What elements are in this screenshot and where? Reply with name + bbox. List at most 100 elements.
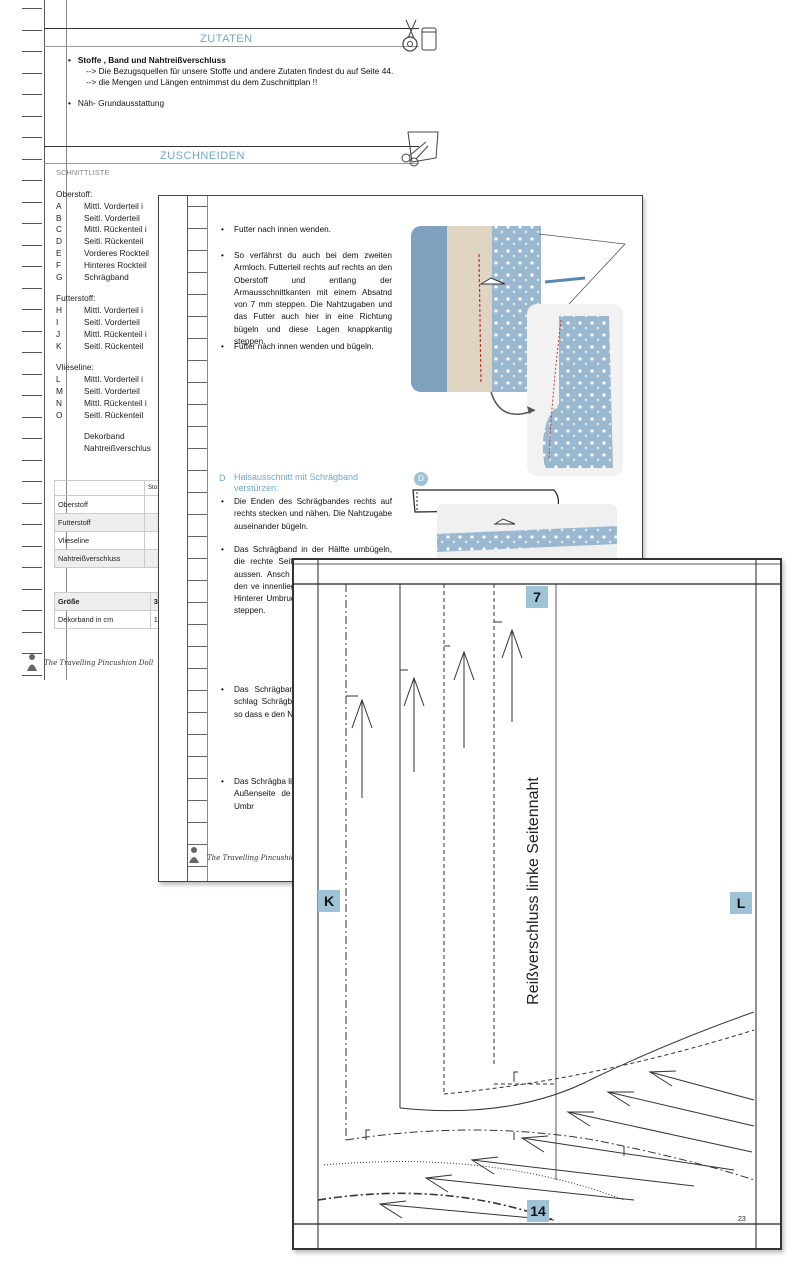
scissors-fabric-icon [401,131,439,167]
ruler-tick [187,756,207,757]
ruler-tick [22,266,42,267]
item-letter: C [56,224,62,235]
item-text: Hinteres Rockteil [84,259,147,270]
step-armloch: So verfährst du auch bei dem zweiten Arm… [221,250,392,348]
brand-logo-text: The Travelling Pincushion [207,854,300,862]
ruler-tick [187,382,207,383]
ruler-tick [22,373,42,375]
ruler-tick [187,646,207,647]
item-letter: J [56,328,61,339]
list-item: F Hinteres Rockteil [56,260,151,272]
bullet-grundausstattung: • Näh- Grundausstattung [68,98,165,108]
item-letter: B [56,212,62,223]
oberstoff-heading: Oberstoff: [56,189,93,199]
ruler-tick [22,115,42,117]
doll-logo-icon [27,654,37,671]
ruler-tick [187,624,207,625]
ruler-tick [22,223,42,224]
ruler-tick [187,866,207,867]
ruler-tick [187,206,207,207]
step-futter-buegeln: Futter nach innen wenden und bügeln. [221,341,394,354]
ruler-tick [187,294,207,295]
sewing-tools-icon [402,19,437,52]
step-d-badge: D [414,472,428,486]
item-letter: L [56,374,61,385]
page-ruler-inner [207,196,208,881]
ruler-tick [22,524,42,525]
table-cell: Vlieseline [53,531,146,550]
ruler-tick [22,201,42,203]
brand-logo-text: The Travelling Pincushion Doll [44,659,154,667]
ruler-tick [22,631,42,633]
ruler-tick [22,309,42,310]
item-text: Seitl. Rückenteil [84,409,144,420]
item-text: Mittl. Vorderteil i [84,200,144,211]
section-rule [44,28,419,29]
item-text: Mittl. Rückenteil i [84,224,147,235]
table-cell: Dekorband in cm [54,610,151,629]
ruler-tick [187,668,207,669]
ruler-tick [187,228,207,229]
zutaten-title: ZUTATEN [200,33,253,45]
item-letter: G [56,271,63,282]
size-table: Größe 34 Dekorband in cm 10 [54,592,175,629]
list-item: J Mittl. Rückenteil i [56,329,151,341]
list-item: A Mittl. Vorderteil i [56,201,151,213]
vlieseline-heading: Vlieseline: [56,362,94,373]
item-text: Mittl. Vorderteil i [84,305,144,316]
item-text: Vorderes Rockteil [84,247,150,258]
pattern-label-l: L [730,892,752,914]
ruler-tick [22,588,42,590]
armhole-sewing-photo [411,226,626,476]
ruler-tick [187,272,207,273]
page-ruler-inner [66,0,67,680]
item-letter: O [56,409,63,420]
doll-logo-icon [189,847,199,863]
item-text: Seitl. Rückenteil [84,236,144,247]
section-rule [44,163,419,164]
table-cell: Oberstoff [53,495,146,514]
table-cell: Nahtreißverschluss [53,549,146,568]
table-cell: Futterstoff [53,513,146,532]
item-letter: H [56,305,62,316]
pattern-label-7: 7 [526,586,548,608]
ruler-tick [187,250,207,251]
ruler-tick [187,316,207,317]
material-table: Sto in Oberstoff Futterstoff Vlieseline … [53,480,174,568]
item-letter: A [56,200,62,211]
page-pattern-sheet: 7 K L 14 Reißverschluss linke Seitennaht… [292,558,782,1250]
zuschneiden-title: ZUSCHNEIDEN [160,150,245,162]
ruler-tick [22,481,42,482]
ruler-tick [22,459,42,461]
futterstoff-heading: Futterstoff: [56,293,96,304]
item-text: Mittl. Rückenteil i [84,328,147,339]
ruler-tick [22,438,42,439]
pattern-label-14: 14 [527,1200,549,1222]
ruler-tick [22,287,42,289]
ruler-tick [187,448,207,449]
ruler-tick [187,426,207,427]
list-item: O Seitl. Rückenteil [56,410,151,422]
item-text: Seitl. Vorderteil [84,316,140,327]
table-header [53,480,146,496]
pattern-drawing [294,560,780,1248]
page-ruler [44,0,45,680]
ruler-tick [187,470,207,471]
ruler-tick [22,244,42,246]
ruler-tick [22,545,42,547]
bullet-stoffe: • Stoffe , Band und Nahtreißverschluss [68,55,226,65]
ruler-tick [187,536,207,537]
zipper-side-seam-label: Reißverschluss linke Seitennaht [525,777,542,1005]
item-letter: D [56,236,62,247]
ruler-tick [187,492,207,493]
ruler-tick [22,137,42,138]
ruler-tick [187,602,207,603]
item-letter: F [56,259,62,270]
